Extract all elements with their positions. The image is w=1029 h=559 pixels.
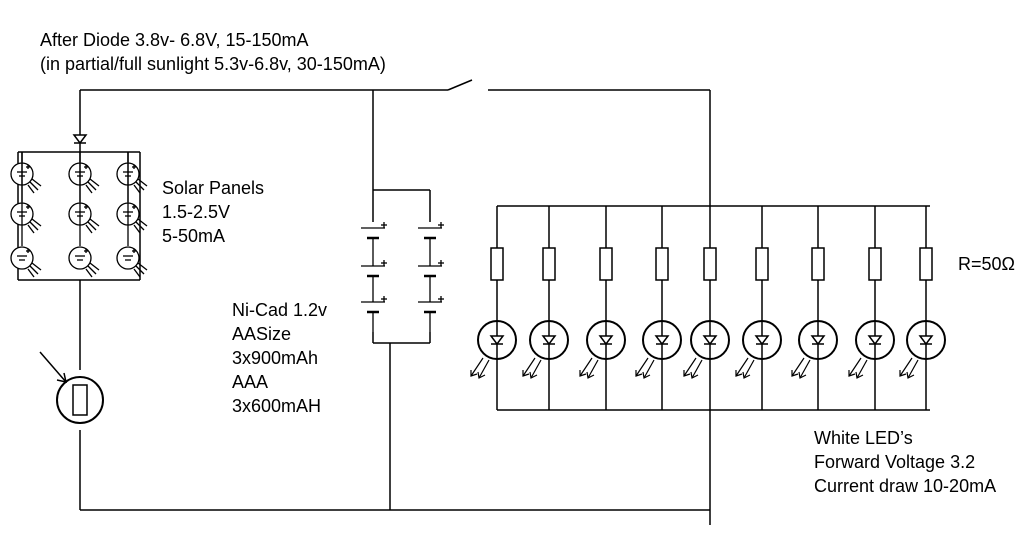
diode-note-line2: (in partial/full sunlight 5.3v-6.8v, 30-… xyxy=(40,54,386,74)
solar-label-line3: 5-50mA xyxy=(162,226,226,246)
battery-cell xyxy=(418,222,444,266)
solar-cell xyxy=(116,152,148,194)
solar-label-line1: Solar Panels xyxy=(162,178,265,198)
solar-cell xyxy=(10,152,42,194)
battery-cells xyxy=(361,222,444,332)
meter xyxy=(39,351,104,424)
led-branch xyxy=(683,206,730,410)
battery-label-line5: 3x600mAH xyxy=(232,396,322,416)
led-label-line1: White LED’s xyxy=(814,428,913,448)
battery-label-line4: AAA xyxy=(232,372,269,392)
battery-label: Ni-Cad 1.2v AASize 3x900mAh AAA 3x600mAH xyxy=(232,298,327,418)
battery-label-line1: Ni-Cad 1.2v xyxy=(232,300,328,320)
battery-cell xyxy=(418,260,444,302)
led-label-line2: Forward Voltage 3.2 xyxy=(814,452,976,472)
battery-cell xyxy=(361,260,387,302)
led-label-line3: Current draw 10-20mA xyxy=(814,476,997,496)
solar-label: Solar Panels 1.5-2.5V 5-50mA xyxy=(162,176,264,248)
circuit-wires xyxy=(17,79,930,525)
led-branches xyxy=(470,206,946,410)
resistor xyxy=(599,247,613,281)
solar-cells xyxy=(10,152,148,278)
led-branch xyxy=(579,206,626,410)
resistor xyxy=(542,247,556,281)
resistor xyxy=(703,247,717,281)
diode-note: After Diode 3.8v- 6.8V, 15-150mA (in par… xyxy=(40,28,386,76)
diode xyxy=(72,134,88,145)
resistor xyxy=(919,247,933,281)
resistor-label: R=50Ω xyxy=(958,252,1015,276)
resistor xyxy=(655,247,669,281)
solar-cell xyxy=(116,152,148,278)
battery-label-line3: 3x900mAh xyxy=(232,348,319,368)
led-branch xyxy=(522,206,569,410)
battery-cell xyxy=(361,296,387,332)
battery-label-line2: AASize xyxy=(232,324,292,344)
battery-cell xyxy=(361,222,387,266)
resistor-label-text: R=50Ω xyxy=(958,254,1015,274)
solar-cell xyxy=(10,152,42,278)
led-branch xyxy=(899,206,946,410)
solar-cell xyxy=(68,152,100,278)
resistor xyxy=(868,247,882,281)
led-branch xyxy=(791,206,838,410)
resistor xyxy=(755,247,769,281)
led-label: White LED’s Forward Voltage 3.2 Current … xyxy=(814,426,996,498)
solar-label-line2: 1.5-2.5V xyxy=(162,202,231,222)
resistor xyxy=(490,247,504,281)
led-branch xyxy=(635,206,682,410)
solar-cell xyxy=(68,152,100,194)
switch xyxy=(447,79,473,91)
diode-note-line1: After Diode 3.8v- 6.8V, 15-150mA xyxy=(40,30,309,50)
battery-cell xyxy=(418,296,444,332)
led-branch xyxy=(848,206,895,410)
led-branch xyxy=(470,206,517,410)
resistor xyxy=(811,247,825,281)
led-branch xyxy=(735,206,782,410)
